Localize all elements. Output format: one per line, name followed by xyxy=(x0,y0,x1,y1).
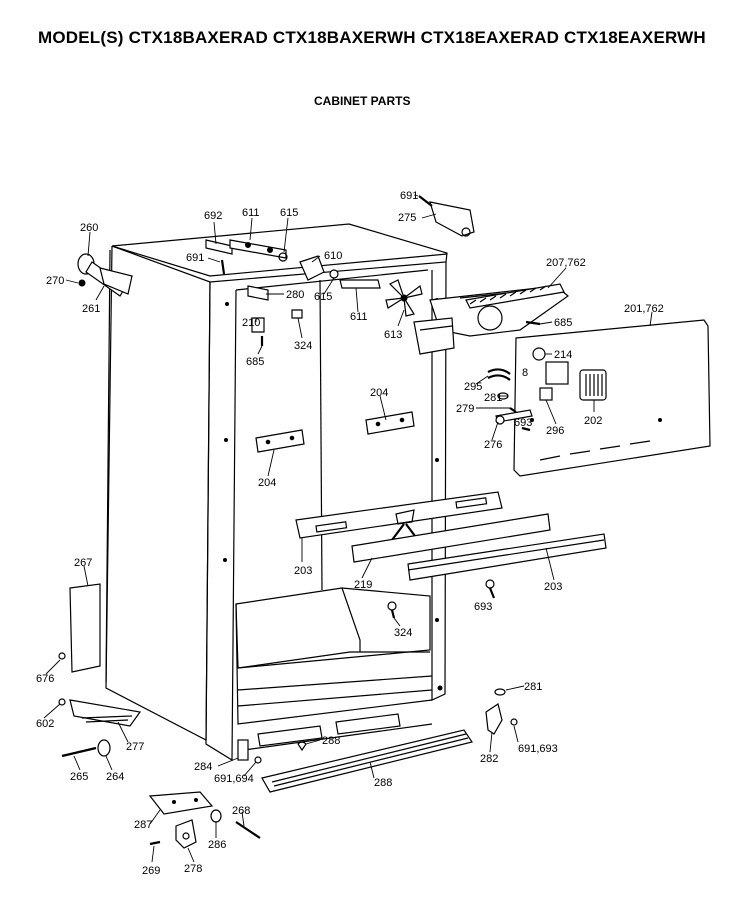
part-label: 287 xyxy=(134,819,152,831)
part-label: 685 xyxy=(246,356,264,368)
leader-lines xyxy=(43,194,653,863)
part-label: 277 xyxy=(126,741,144,753)
part-label: 693 xyxy=(474,601,492,613)
part-label: 288 xyxy=(322,735,340,747)
part-label: 278 xyxy=(184,863,202,875)
section-title: CABINET PARTS xyxy=(314,94,411,108)
part-label: 611 xyxy=(350,311,368,323)
part-label: 284 xyxy=(194,761,212,773)
part-label: 685 xyxy=(554,317,572,329)
part-label: 615 xyxy=(280,207,298,219)
part-label: 204 xyxy=(370,387,388,399)
part-label: 692 xyxy=(204,210,222,222)
part-label: 264 xyxy=(106,771,124,783)
part-label: 265 xyxy=(70,771,88,783)
part-label: 296 xyxy=(546,425,564,437)
part-label: 610 xyxy=(324,250,342,262)
part-label: 288 xyxy=(374,777,392,789)
base-grille-288 xyxy=(237,729,473,793)
part-label: 280 xyxy=(286,289,304,301)
part-label: 295 xyxy=(464,381,482,393)
part-label: 613 xyxy=(384,329,402,341)
control-housing-207 xyxy=(413,283,569,355)
part-label: 276 xyxy=(484,439,502,451)
part-label: 691,693 xyxy=(518,743,558,755)
part-label: 279 xyxy=(456,403,474,415)
control-panel-201 xyxy=(487,319,711,477)
part-label: 691 xyxy=(186,252,204,264)
door-stop-260 xyxy=(77,253,133,297)
model-title: MODEL(S) CTX18BAXERAD CTX18BAXERWH CTX18… xyxy=(38,28,706,47)
mullion-rails xyxy=(295,491,607,581)
part-label: 611 xyxy=(242,207,260,219)
part-label: 324 xyxy=(394,627,412,639)
part-label: 201,762 xyxy=(624,303,664,315)
part-label: 260 xyxy=(80,222,98,234)
part-label: 214 xyxy=(554,349,572,361)
top-brackets xyxy=(205,239,381,346)
part-labels: 691 275 260 270 261 692 611 615 691 610 … xyxy=(36,190,664,877)
part-label: 275 xyxy=(398,212,416,224)
part-label: 203 xyxy=(294,565,312,577)
cabinet-shell xyxy=(105,223,448,762)
part-label: 270 xyxy=(46,275,64,287)
part-label: 267 xyxy=(74,557,92,569)
part-label: 207,762 xyxy=(546,257,586,269)
part-label: 281 xyxy=(484,392,502,404)
part-label: 691 xyxy=(400,190,418,202)
part-label: 676 xyxy=(36,673,54,685)
part-label: 281 xyxy=(524,681,542,693)
part-label: 282 xyxy=(480,753,498,765)
part-label: 691,694 xyxy=(214,773,254,785)
part-label: 204 xyxy=(258,477,276,489)
part-label: 615 xyxy=(314,291,332,303)
lower-right-parts xyxy=(387,579,518,735)
fan-613 xyxy=(385,279,423,317)
part-label: 268 xyxy=(232,805,250,817)
part-label: 203 xyxy=(544,581,562,593)
part-label: 210 xyxy=(242,317,260,329)
part-label: 8 xyxy=(522,367,528,379)
top-hinge-275 xyxy=(418,195,475,237)
part-label: 202 xyxy=(584,415,602,427)
part-label: 219 xyxy=(354,579,372,591)
part-label: 261 xyxy=(82,303,100,315)
lower-left-parts xyxy=(58,583,261,849)
part-label: 286 xyxy=(208,839,226,851)
part-label: 693 xyxy=(514,417,532,429)
part-label: 602 xyxy=(36,718,54,730)
part-label: 324 xyxy=(294,340,312,352)
brackets-204 xyxy=(255,411,415,453)
part-label: 269 xyxy=(142,865,160,877)
